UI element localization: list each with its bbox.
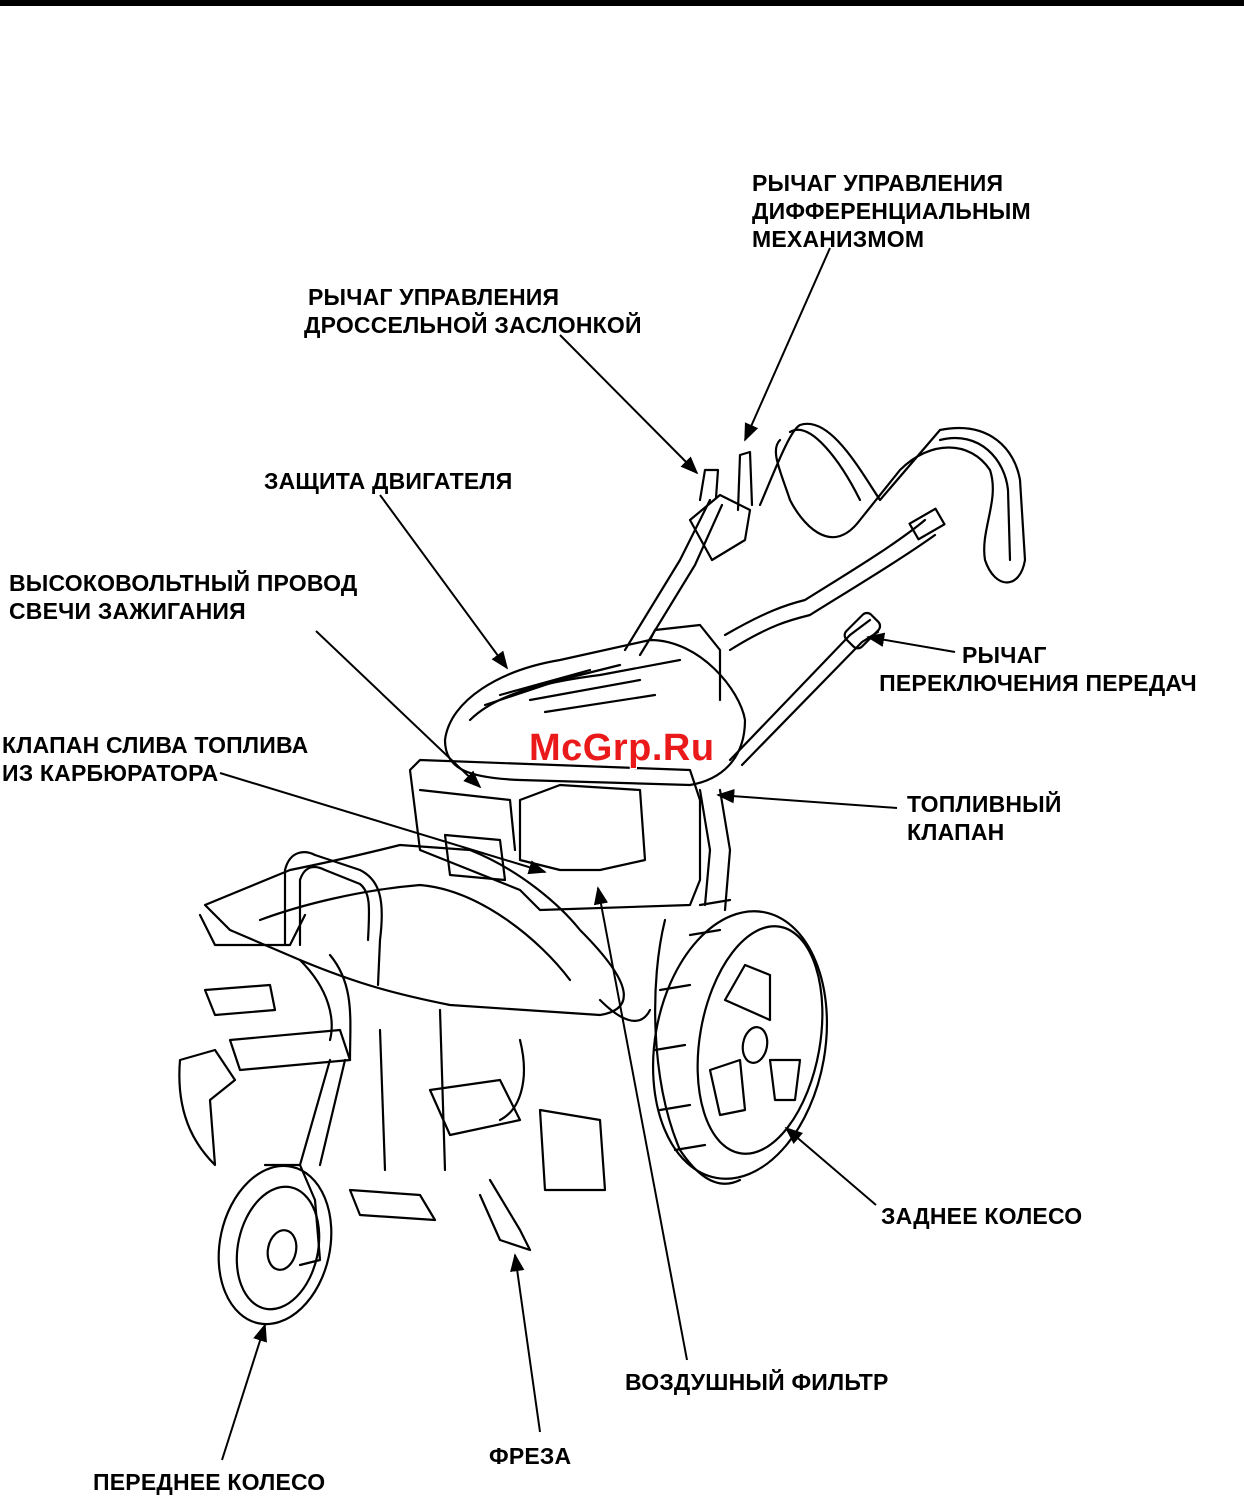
front-wheel <box>205 1155 346 1334</box>
leader-spark-wire <box>316 631 480 787</box>
label-air-filter: ВОЗДУШНЫЙ ФИЛЬТР <box>625 1368 889 1396</box>
label-engine-guard: ЗАЩИТА ДВИГАТЕЛЯ <box>264 467 512 495</box>
label-diff-lever: РЫЧАГ УПРАВЛЕНИЯ ДИФФЕРЕНЦИАЛЬНЫМ МЕХАНИ… <box>752 169 1031 253</box>
label-front-wheel: ПЕРЕДНЕЕ КОЛЕСО <box>93 1468 325 1496</box>
label-throttle-lever: РЫЧАГ УПРАВЛЕНИЯ ДРОССЕЛЬНОЙ ЗАСЛОНКОЙ <box>304 283 642 339</box>
rear-wheel <box>633 897 847 1192</box>
leader-front-wheel <box>222 1325 265 1460</box>
label-spark-wire: ВЫСОКОВОЛЬТНЫЙ ПРОВОД СВЕЧИ ЗАЖИГАНИЯ <box>9 569 357 625</box>
leader-engine-guard <box>380 495 507 668</box>
leader-carb-drain <box>220 773 545 872</box>
leader-air-filter <box>598 888 687 1360</box>
label-rear-wheel: ЗАДНЕЕ КОЛЕСО <box>881 1202 1082 1230</box>
leader-diff-lever <box>745 248 830 440</box>
label-tiller: ФРЕЗА <box>489 1442 571 1470</box>
tine-left <box>179 1050 235 1165</box>
label-carb-drain: КЛАПАН СЛИВА ТОПЛИВА ИЗ КАРБЮРАТОРА <box>2 731 308 787</box>
label-gear-lever: РЫЧАГ ПЕРЕКЛЮЧЕНИЯ ПЕРЕДАЧ <box>858 641 1218 697</box>
leader-fuel-valve <box>718 795 897 808</box>
leader-rear-wheel <box>786 1128 876 1205</box>
leader-tiller <box>515 1255 540 1432</box>
leader-throttle <box>560 335 697 473</box>
watermark: McGrp.Ru <box>529 727 715 770</box>
label-fuel-valve: ТОПЛИВНЫЙ КЛАПАН <box>907 790 1062 846</box>
